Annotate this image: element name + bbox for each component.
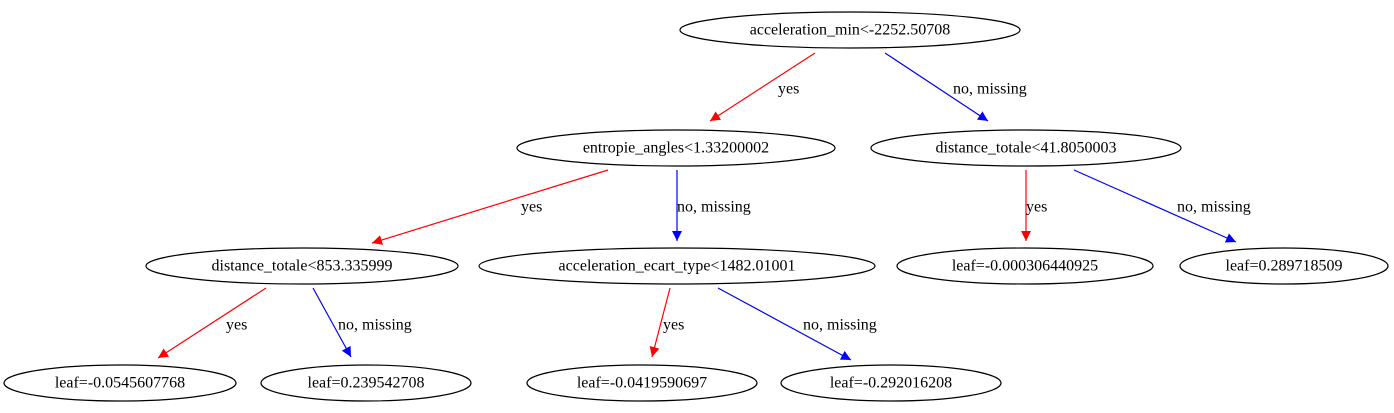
edge-n2-n6: no, missing bbox=[1073, 169, 1251, 243]
leaf-node-n10: leaf=-0.292016208 bbox=[780, 364, 1002, 402]
node-label: entropie_angles<1.33200002 bbox=[583, 140, 769, 157]
node-ellipse bbox=[870, 129, 1182, 167]
edge-label: yes bbox=[226, 317, 247, 334]
yes-edge-line bbox=[371, 169, 609, 245]
no-missing-edge-line bbox=[717, 287, 852, 361]
leaf-node-n7: leaf=-0.0545607768 bbox=[3, 364, 237, 402]
node-ellipse bbox=[526, 364, 758, 402]
node-ellipse bbox=[516, 129, 836, 167]
node-ellipse bbox=[145, 247, 459, 285]
split-node-n1: entropie_angles<1.33200002 bbox=[516, 129, 836, 167]
leaf-node-n6: leaf=0.289718509 bbox=[1179, 247, 1389, 285]
edge-n4-n10: no, missing bbox=[717, 287, 877, 361]
node-label: distance_totale<853.335999 bbox=[212, 258, 393, 275]
edge-label: yes bbox=[778, 81, 799, 98]
edge-n1-n3: yes bbox=[371, 169, 609, 245]
node-ellipse bbox=[478, 247, 876, 285]
edge-n3-n7: yes bbox=[157, 287, 267, 359]
yes-edge-line bbox=[649, 287, 671, 358]
split-node-n3: distance_totale<853.335999 bbox=[145, 247, 459, 285]
split-node-n2: distance_totale<41.8050003 bbox=[870, 129, 1182, 167]
node-label: leaf=0.289718509 bbox=[1226, 258, 1343, 275]
node-label: acceleration_ecart_type<1482.01001 bbox=[559, 258, 796, 275]
yes-edge-line bbox=[157, 287, 267, 359]
edge-n0-n2: no, missing bbox=[884, 52, 1027, 122]
edge-label: yes bbox=[663, 317, 684, 334]
split-node-n4: acceleration_ecart_type<1482.01001 bbox=[478, 247, 876, 285]
edge-label: yes bbox=[521, 199, 542, 216]
node-ellipse bbox=[3, 364, 237, 402]
node-ellipse bbox=[260, 364, 472, 402]
node-label: leaf=-0.000306440925 bbox=[952, 258, 1098, 275]
node-label: leaf=-0.0419590697 bbox=[577, 375, 707, 392]
split-node-n0: acceleration_min<-2252.50708 bbox=[679, 11, 1021, 49]
edge-label: no, missing bbox=[1177, 199, 1251, 216]
leaf-node-n9: leaf=-0.0419590697 bbox=[526, 364, 758, 402]
no-missing-edge-line bbox=[1073, 169, 1237, 243]
node-label: leaf=0.239542708 bbox=[308, 375, 425, 392]
no-missing-edge-line bbox=[312, 287, 352, 358]
node-label: leaf=-0.292016208 bbox=[830, 375, 952, 392]
edge-n4-n9: yes bbox=[649, 287, 684, 358]
edges-layer: yes no, missing yes no, missing yes no, missi… bbox=[157, 52, 1251, 361]
node-label: acceleration_min<-2252.50708 bbox=[750, 22, 951, 39]
no-missing-edge-line bbox=[884, 52, 989, 122]
edge-label: yes bbox=[1026, 199, 1047, 216]
edge-label: no, missing bbox=[803, 317, 877, 334]
node-label: distance_totale<41.8050003 bbox=[936, 140, 1117, 157]
node-ellipse bbox=[780, 364, 1002, 402]
node-ellipse bbox=[896, 247, 1154, 285]
leaf-node-n5: leaf=-0.000306440925 bbox=[896, 247, 1154, 285]
node-ellipse bbox=[1179, 247, 1389, 285]
edge-n0-n1: yes bbox=[709, 52, 816, 122]
node-ellipse bbox=[679, 11, 1021, 49]
edge-label: no, missing bbox=[338, 317, 412, 334]
edge-n2-n5: yes bbox=[1021, 170, 1047, 241]
edge-label: no, missing bbox=[953, 81, 1027, 98]
nodes-layer: acceleration_min<-2252.50708 entropie_ang… bbox=[3, 11, 1389, 402]
edge-label: no, missing bbox=[677, 199, 751, 216]
yes-edge-line bbox=[709, 52, 816, 122]
edge-n1-n4: no, missing bbox=[672, 170, 751, 241]
leaf-node-n8: leaf=0.239542708 bbox=[260, 364, 472, 402]
node-label: leaf=-0.0545607768 bbox=[55, 375, 185, 392]
edge-n3-n8: no, missing bbox=[312, 287, 412, 358]
